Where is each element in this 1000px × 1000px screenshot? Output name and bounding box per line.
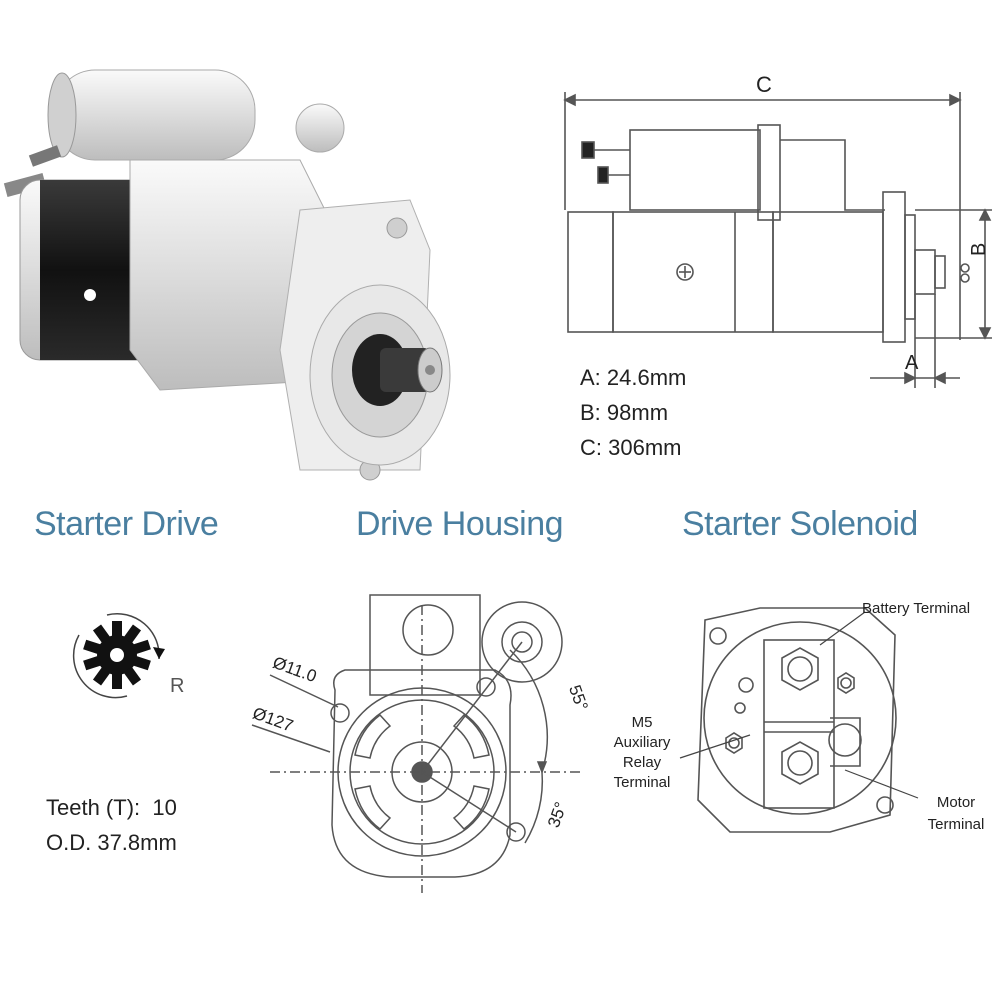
title-starter-solenoid: Starter Solenoid (682, 505, 918, 543)
dimension-label-a: A (905, 352, 919, 374)
spec-b: B: 98mm (580, 400, 669, 425)
starter-motor-photo (3, 69, 451, 481)
dimension-label-c: C (756, 72, 772, 97)
spec-c: C: 306mm (580, 435, 682, 460)
rotation-label: R (170, 675, 185, 697)
aux-line-1: M5 (631, 714, 653, 731)
solenoid-drawing (697, 607, 897, 833)
gear-icon (72, 613, 165, 699)
title-drive-housing: Drive Housing (356, 505, 564, 543)
motor-line-1: Motor (936, 794, 976, 811)
aux-line-4: Terminal (613, 774, 671, 791)
title-starter-drive: Starter Drive (34, 505, 219, 543)
battery-terminal-label: Battery Terminal (862, 600, 971, 617)
dimension-label-b: B (968, 242, 990, 256)
dimension-drawing (563, 92, 992, 388)
motor-terminal-label: Motor Terminal (916, 792, 996, 836)
drive-housing-drawing (251, 594, 580, 893)
motor-line-2: Terminal (927, 816, 985, 833)
aux-line-2: Auxiliary (613, 734, 671, 751)
solenoid-leaders (679, 611, 919, 799)
aux-line-3: Relay (622, 754, 662, 771)
teeth-count: Teeth (T): 10 (46, 795, 177, 820)
spec-a: A: 24.6mm (580, 365, 687, 390)
outer-diameter: O.D. 37.8mm (46, 830, 177, 855)
aux-terminal-label: M5 Auxiliary Relay Terminal (602, 713, 682, 793)
